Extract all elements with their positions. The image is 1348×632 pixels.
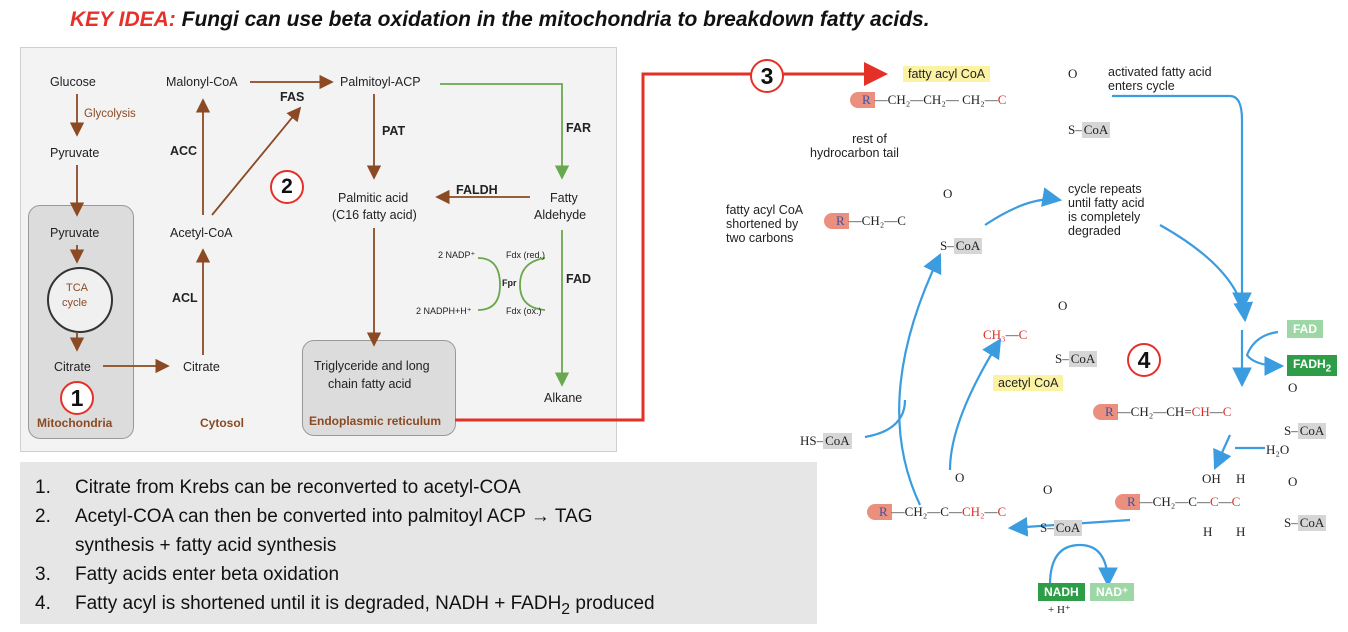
marker-2: 2 xyxy=(270,170,304,204)
er-compartment xyxy=(302,340,456,436)
atom-o-keto: O xyxy=(955,470,965,485)
arrow-activated-enters xyxy=(1112,94,1252,313)
label-cytosol: Cytosol xyxy=(200,416,245,430)
label-fdx-red: Fdx (red.) xyxy=(506,250,546,260)
label-fpr: Fpr xyxy=(502,278,517,288)
node-alkane: Alkane xyxy=(544,391,583,405)
group-scoa-4: S–CoA xyxy=(1284,423,1327,439)
molecule-hydroxyacyl: R—CH₂—C—C—C xyxy=(1115,494,1240,510)
enzyme-fad: FAD xyxy=(566,272,591,286)
atom-o-4: O xyxy=(1288,380,1298,395)
group-scoa-1: S–CoA xyxy=(1068,122,1111,138)
node-c16: (C16 fatty acid) xyxy=(332,208,417,222)
note-4: 4.Fatty acyl is shortened until it is de… xyxy=(35,593,655,618)
atom-o-3: O xyxy=(1058,298,1068,313)
node-malonyl-coa: Malonyl-CoA xyxy=(166,75,238,89)
note-3: 3.Fatty acids enter beta oxidation xyxy=(35,564,340,585)
note-2: 2.Acetyl-COA can then be converted into … xyxy=(35,506,593,527)
red-connector-arrow xyxy=(455,62,888,422)
label-er: Endoplasmic reticulum xyxy=(309,414,442,428)
key-idea-title: KEY IDEA: Fungi can use beta oxidation i… xyxy=(70,8,930,31)
atom-h-top: H xyxy=(1236,471,1246,486)
enzyme-faldh: FALDH xyxy=(456,183,498,197)
atom-h-bottom-2: H xyxy=(1236,524,1246,539)
atom-o-5: O xyxy=(1288,474,1298,489)
badge-fadh2: FADH2 xyxy=(1287,355,1338,377)
note-2-cont: synthesis + fatty acid synthesis xyxy=(75,535,337,556)
arrow-nad-nadh xyxy=(1048,543,1118,588)
note-1: 1.Citrate from Krebs can be reconverted … xyxy=(35,477,521,498)
node-triglyceride: Triglyceride and long xyxy=(314,359,430,373)
badge-fad: FAD xyxy=(1287,320,1323,338)
label-2-nadp: 2 NADP⁺ xyxy=(438,250,476,260)
tca-cycle-circle xyxy=(47,267,113,333)
enzyme-far: FAR xyxy=(566,121,591,135)
node-palmitic-acid: Palmitic acid xyxy=(338,191,409,205)
arrow-fad-fadh2 xyxy=(1245,330,1285,376)
badge-nad: NAD⁺ xyxy=(1090,583,1135,601)
arrow-enoyl-hydroxy xyxy=(1213,434,1232,471)
arrow-acetyl-palmitoyl xyxy=(211,106,302,216)
node-pyruvate-cytosol: Pyruvate xyxy=(50,146,100,160)
node-fatty: Fatty xyxy=(550,191,578,205)
node-pyruvate-mito: Pyruvate xyxy=(50,226,100,240)
label-acetyl-coa: acetyl CoA xyxy=(993,375,1064,391)
fpr-bracket-right xyxy=(519,257,546,311)
label-mitochondria: Mitochondria xyxy=(37,416,113,430)
enzyme-acl: ACL xyxy=(172,291,198,305)
label-fatty-acyl-coa: fatty acyl CoA xyxy=(903,66,991,82)
arrow-palmitoyl-aldehyde xyxy=(440,83,570,180)
group-oh: OH xyxy=(1202,471,1221,486)
atom-o-6: O xyxy=(1043,482,1053,497)
arrow-shortened-repeats xyxy=(984,187,1063,226)
arrow-keto-shortened xyxy=(898,253,942,506)
node-acetyl-coa: Acetyl-CoA xyxy=(170,226,233,240)
node-aldehyde: Aldehyde xyxy=(534,208,587,222)
node-citrate-cytosol: Citrate xyxy=(183,360,220,374)
molecule-ketoacyl: R—CH₂—C—CH₂—C xyxy=(867,504,1006,520)
enzyme-fas: FAS xyxy=(280,90,305,104)
group-scoa-3: S–CoA xyxy=(1055,351,1098,367)
group-scoa-6: S–CoA xyxy=(1040,520,1083,536)
atom-o-1: O xyxy=(1068,66,1078,81)
enzyme-acc: ACC xyxy=(170,144,198,158)
node-palmitoyl-acp: Palmitoyl-ACP xyxy=(340,75,421,89)
marker-3: 3 xyxy=(750,59,784,93)
label-tca: TCA xyxy=(66,282,88,294)
molecule-fatty-acyl-coa: R—CH₂—CH₂— CH₂—C xyxy=(850,92,1006,108)
molecule-shortened: R—CH₂—C xyxy=(824,213,906,229)
label-fdx-ox: Fdx (ox.) xyxy=(506,306,542,316)
arrow-cycle-repeats xyxy=(1159,224,1254,323)
enzyme-pat: PAT xyxy=(382,124,406,138)
node-glucose: Glucose xyxy=(50,75,96,89)
arrow-keto-acetyl xyxy=(948,338,1002,471)
label-h2o: H₂O xyxy=(1266,442,1290,457)
group-scoa-2: S–CoA xyxy=(940,238,983,254)
fpr-bracket-left xyxy=(477,257,501,311)
notes-box xyxy=(20,462,817,624)
arrow-hscoa xyxy=(864,399,907,439)
molecule-enoyl: R—CH₂—CH=CH—C xyxy=(1093,404,1231,420)
node-long-chain: chain fatty acid xyxy=(328,377,412,391)
node-citrate-mito: Citrate xyxy=(54,360,91,374)
marker-1: 1 xyxy=(60,381,94,415)
atom-o-2: O xyxy=(943,186,953,201)
atom-h-bottom-1: H xyxy=(1203,524,1213,539)
label-cycle: cycle xyxy=(62,297,88,309)
badge-nadh: NADH xyxy=(1038,583,1085,601)
label-h-plus: + H⁺ xyxy=(1048,604,1071,616)
molecule-acetyl: CH₃—C xyxy=(983,327,1028,342)
group-scoa-5: S–CoA xyxy=(1284,515,1327,531)
label-2-nadph: 2 NADPH+H⁺ xyxy=(416,306,472,316)
label-glycolysis: Glycolysis xyxy=(84,108,136,120)
molecule-hs-coa: HS–CoA xyxy=(800,433,852,449)
marker-4: 4 xyxy=(1127,343,1161,377)
